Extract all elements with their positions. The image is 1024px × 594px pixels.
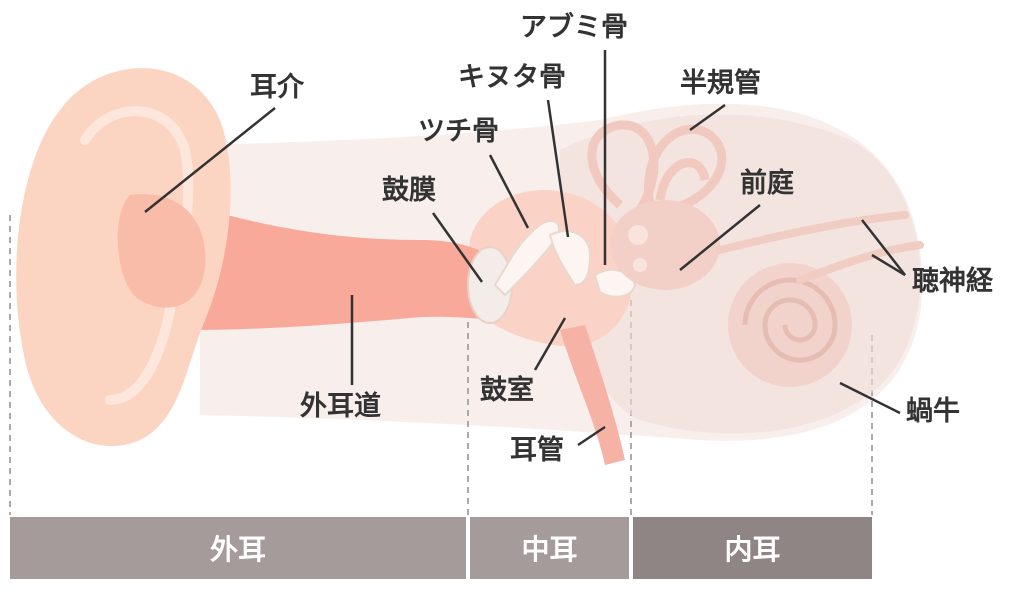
label-eardrum: 鼓膜	[382, 175, 436, 206]
label-ear-canal: 外耳道	[300, 391, 381, 422]
label-malleus: ツチ骨	[418, 116, 499, 147]
label-incus: キヌタ骨	[458, 62, 566, 93]
leader-auditory-nerve	[861, 219, 906, 277]
ear-canal	[190, 205, 495, 330]
cochlea-shape	[728, 263, 852, 387]
incus-shape	[548, 230, 592, 287]
middle-ear-cavity	[468, 190, 633, 347]
pinna-concha	[117, 194, 206, 308]
leader-semicircular-canals	[689, 103, 726, 132]
malleus-shape	[493, 220, 560, 297]
label-cochlea: 蝸牛	[906, 396, 960, 427]
leader-eustachian-tube	[577, 425, 606, 447]
section-bar-outer: 外耳	[10, 517, 466, 579]
leader-incus	[546, 99, 570, 238]
leader-cochlea	[839, 381, 901, 415]
eustachian-tube	[560, 325, 625, 465]
section-inner-label: 内耳	[724, 533, 781, 566]
section-bar-inner: 内耳	[633, 517, 872, 579]
leader-eardrum	[431, 212, 484, 283]
leader-pinna	[144, 107, 276, 213]
section-middle-label: 中耳	[521, 533, 578, 566]
leader-vestibule	[679, 204, 761, 271]
vestibule-shape	[610, 200, 720, 290]
label-vestibule: 前庭	[740, 168, 794, 199]
label-stapes: アブミ骨	[520, 12, 628, 43]
auditory-nerve-shape	[716, 211, 924, 284]
label-semicircular-canals: 半規管	[680, 68, 761, 99]
leader-malleus	[488, 154, 530, 229]
semicircular-canals-shape	[587, 120, 727, 215]
stapes-shape	[593, 268, 637, 298]
leader-lines	[144, 50, 906, 447]
leader-tympanic-cavity	[533, 317, 567, 371]
section-bar-middle: 中耳	[470, 517, 629, 579]
label-pinna: 耳介	[250, 72, 304, 103]
oval-window	[628, 225, 648, 245]
section-outer-label: 外耳	[209, 533, 266, 566]
label-auditory-nerve: 聴神経	[912, 266, 993, 297]
label-tympanic-cavity: 鼓室	[480, 375, 534, 406]
round-window	[633, 258, 647, 272]
label-eustachian-tube: 耳管	[510, 435, 564, 466]
